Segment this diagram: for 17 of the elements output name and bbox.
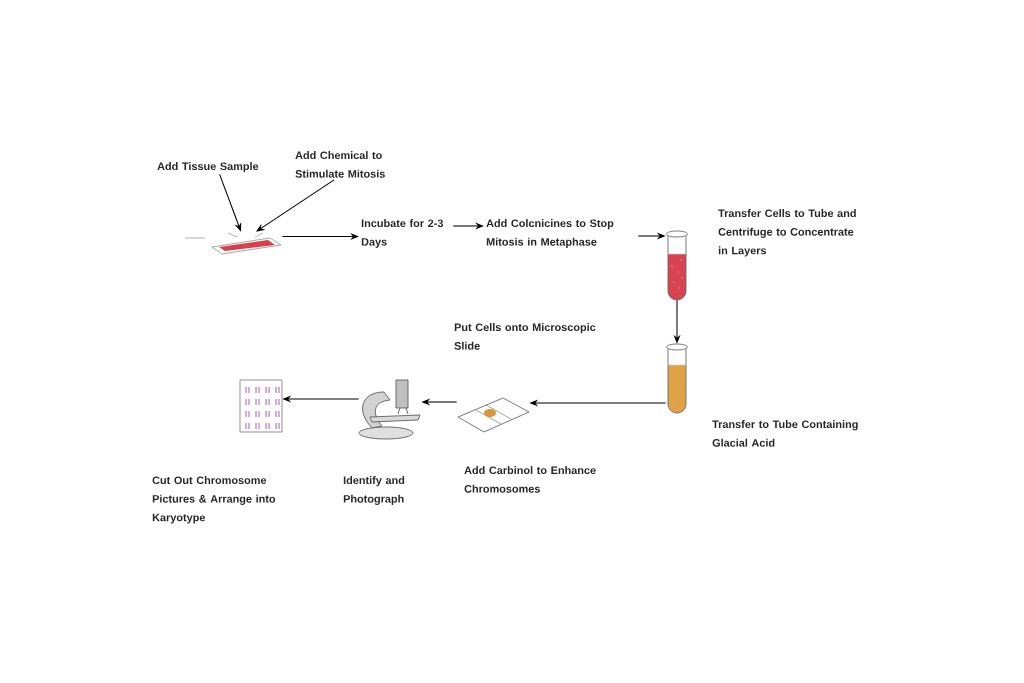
karyotype-drawing [239,379,283,433]
step-label: Add Colcnicines to Stop Mitosis in Metaphase [486,219,614,248]
petri-dish-drawing [184,232,282,255]
arrow [256,179,335,232]
step-label: Add Tissue Sample [157,162,259,173]
test-tube-drawing [666,230,688,301]
step-label: Transfer Cells to Tube and Centrifuge to Concentrate in Layers [718,209,856,257]
step-label: Transfer to Tube Containing Glacial Acid [712,420,858,447]
microscope-slide-drawing [457,397,530,433]
step-label: Add Carbinol to Enhance Chromosomes [464,466,596,493]
test-tube-drawing [666,343,688,414]
step-label: Cut Out Chromosome Pictures & Arrange into Karyotype [152,476,276,524]
microscope-drawing [358,379,421,440]
step-label: Incubate for 2-3 Days [361,219,444,248]
step-label: Put Cells onto Microscopic Slide [454,323,596,350]
step-label: Identify and Photograph [343,476,405,505]
step-label: Add Chemical to Stimulate Mitosis [295,151,385,178]
